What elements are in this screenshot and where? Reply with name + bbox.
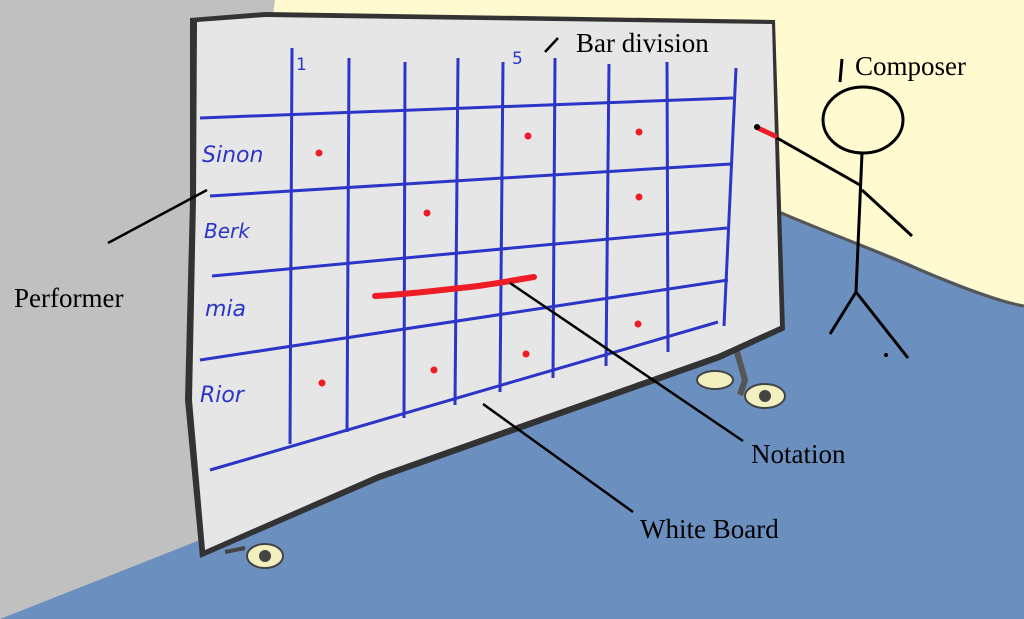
white-board-label: White Board: [640, 514, 779, 544]
bar-line-9: [722, 67, 738, 327]
floor-dot: [884, 353, 888, 357]
bar-line-4: [453, 57, 460, 406]
marker-pen: [755, 125, 778, 139]
note-dots: [315, 128, 643, 387]
marker-tip: [754, 124, 760, 130]
composer-tick: [838, 58, 844, 83]
performer-name-rior: Rior: [200, 383, 246, 408]
bar-number-1: 1: [296, 55, 307, 75]
staff-line-4: [199, 278, 729, 362]
bar-line-6: [551, 57, 557, 379]
bar-line-8: [665, 61, 670, 353]
board-legs: [224, 344, 786, 569]
bar-line-1: [288, 47, 294, 445]
floor-edge: [769, 206, 1024, 308]
bar-line-5: [498, 61, 505, 393]
bar-line-7: [604, 63, 611, 367]
notation-label: Notation: [751, 439, 846, 469]
performer-name-mia: mia: [205, 297, 246, 322]
composer-figure: [769, 85, 914, 359]
staff-line-5: [209, 320, 719, 472]
bar-number-5: 5: [512, 49, 523, 69]
staff-line-1: [199, 96, 734, 120]
bar-division-label: Bar division: [576, 28, 709, 58]
performer-label: Performer: [14, 283, 123, 313]
notation-long-note: [372, 274, 537, 299]
composer-label: Composer: [855, 51, 966, 81]
staff-line-3: [211, 226, 728, 278]
bar-line-2: [345, 57, 351, 433]
bar-line-3: [402, 61, 407, 419]
leader-lines: [107, 37, 744, 514]
score-grid: [199, 47, 738, 472]
staff-line-2: [209, 162, 732, 198]
performer-name-berk: Berk: [204, 219, 251, 243]
performer-name-sinon: Sinon: [202, 143, 263, 168]
